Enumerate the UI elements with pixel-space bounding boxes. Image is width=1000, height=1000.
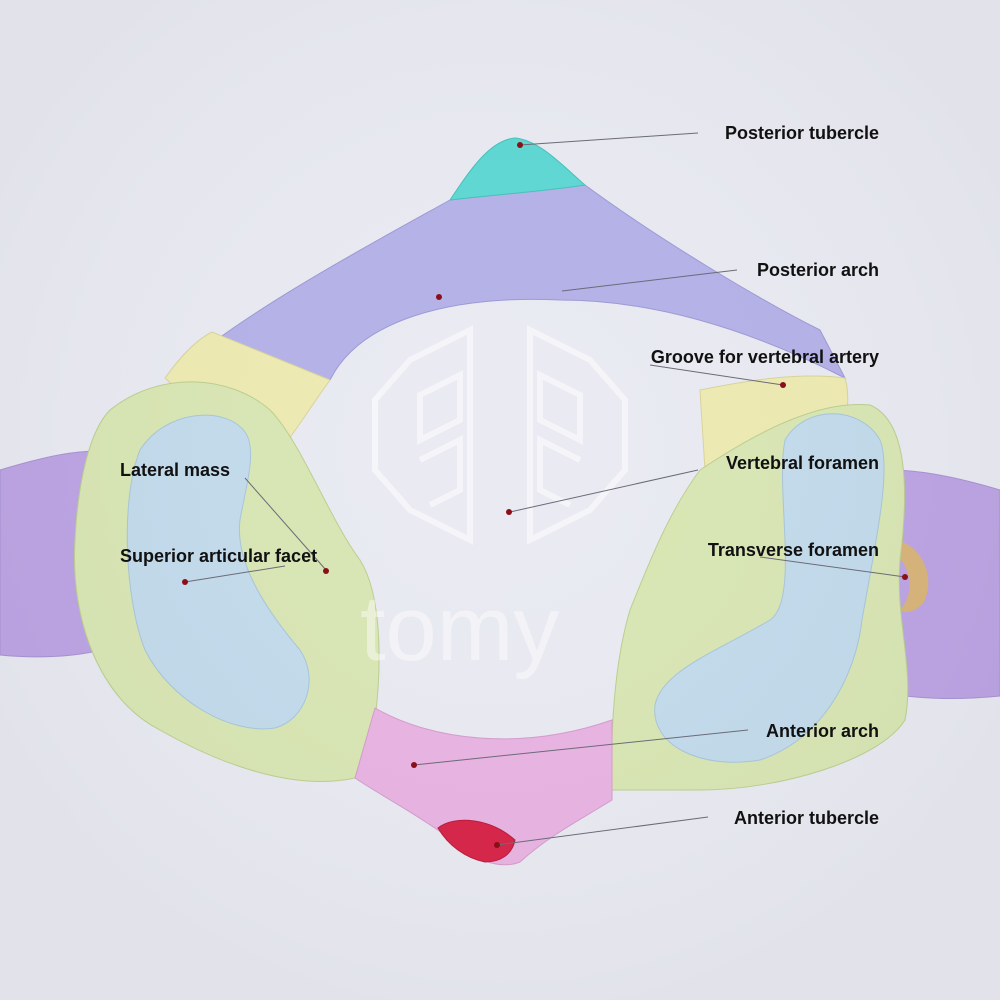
leader-transverse-foramen	[759, 556, 906, 578]
label-anterior-arch: Anterior arch	[766, 721, 879, 741]
label-transverse-foramen: Transverse foramen	[708, 540, 879, 560]
dot-transverse-foramen	[902, 574, 908, 580]
label-groove-vertebral-artery: Groove for vertebral artery	[651, 347, 879, 367]
leader-lateral-mass	[244, 477, 327, 571]
dot-groove	[780, 382, 786, 388]
label-lateral-mass: Lateral mass	[120, 460, 230, 480]
leader-anterior-arch	[413, 729, 749, 766]
label-anterior-tubercle: Anterior tubercle	[734, 808, 879, 828]
watermark-text: tomy	[360, 578, 559, 680]
dot-anterior-tubercle	[494, 842, 500, 848]
leader-superior-articular-facet	[184, 565, 286, 583]
marker-dots	[182, 142, 908, 848]
dot-posterior-arch	[436, 294, 442, 300]
leader-groove	[649, 364, 784, 386]
watermark-logo-icon	[372, 325, 628, 545]
dot-lateral-mass	[323, 568, 329, 574]
leader-vertebral-foramen	[509, 469, 699, 513]
dot-posterior-tubercle	[517, 142, 523, 148]
leader-anterior-tubercle	[496, 816, 709, 846]
leader-lines	[184, 132, 906, 846]
dot-vertebral-foramen	[506, 509, 512, 515]
labels: Posterior tubercle Posterior arch Groove…	[120, 123, 879, 828]
leader-posterior-tubercle	[519, 132, 699, 146]
leader-posterior-arch	[561, 269, 738, 292]
label-posterior-arch: Posterior arch	[757, 260, 879, 280]
dot-anterior-arch	[411, 762, 417, 768]
label-superior-articular-facet: Superior articular facet	[120, 546, 317, 566]
label-vertebral-foramen: Vertebral foramen	[726, 453, 879, 473]
label-posterior-tubercle: Posterior tubercle	[725, 123, 879, 143]
dot-superior-articular-facet	[182, 579, 188, 585]
